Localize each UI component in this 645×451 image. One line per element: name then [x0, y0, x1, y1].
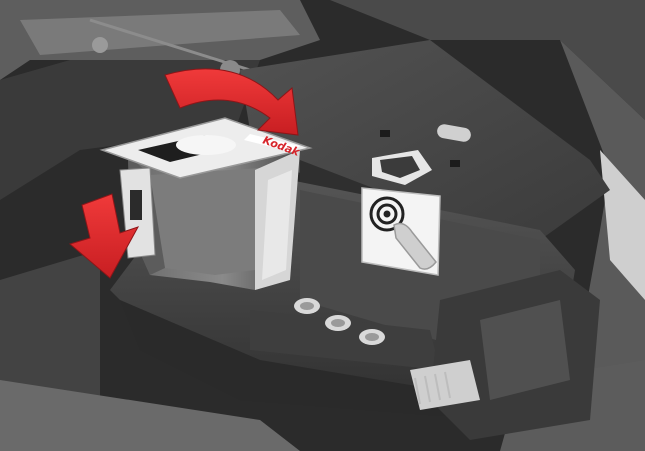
- down-arrow-icon: [68, 193, 140, 279]
- printhead-cartridge: [99, 117, 313, 290]
- curved-arrow-icon: [164, 68, 299, 136]
- printhead-carriage: [110, 180, 600, 440]
- press-button-icon: [361, 187, 441, 276]
